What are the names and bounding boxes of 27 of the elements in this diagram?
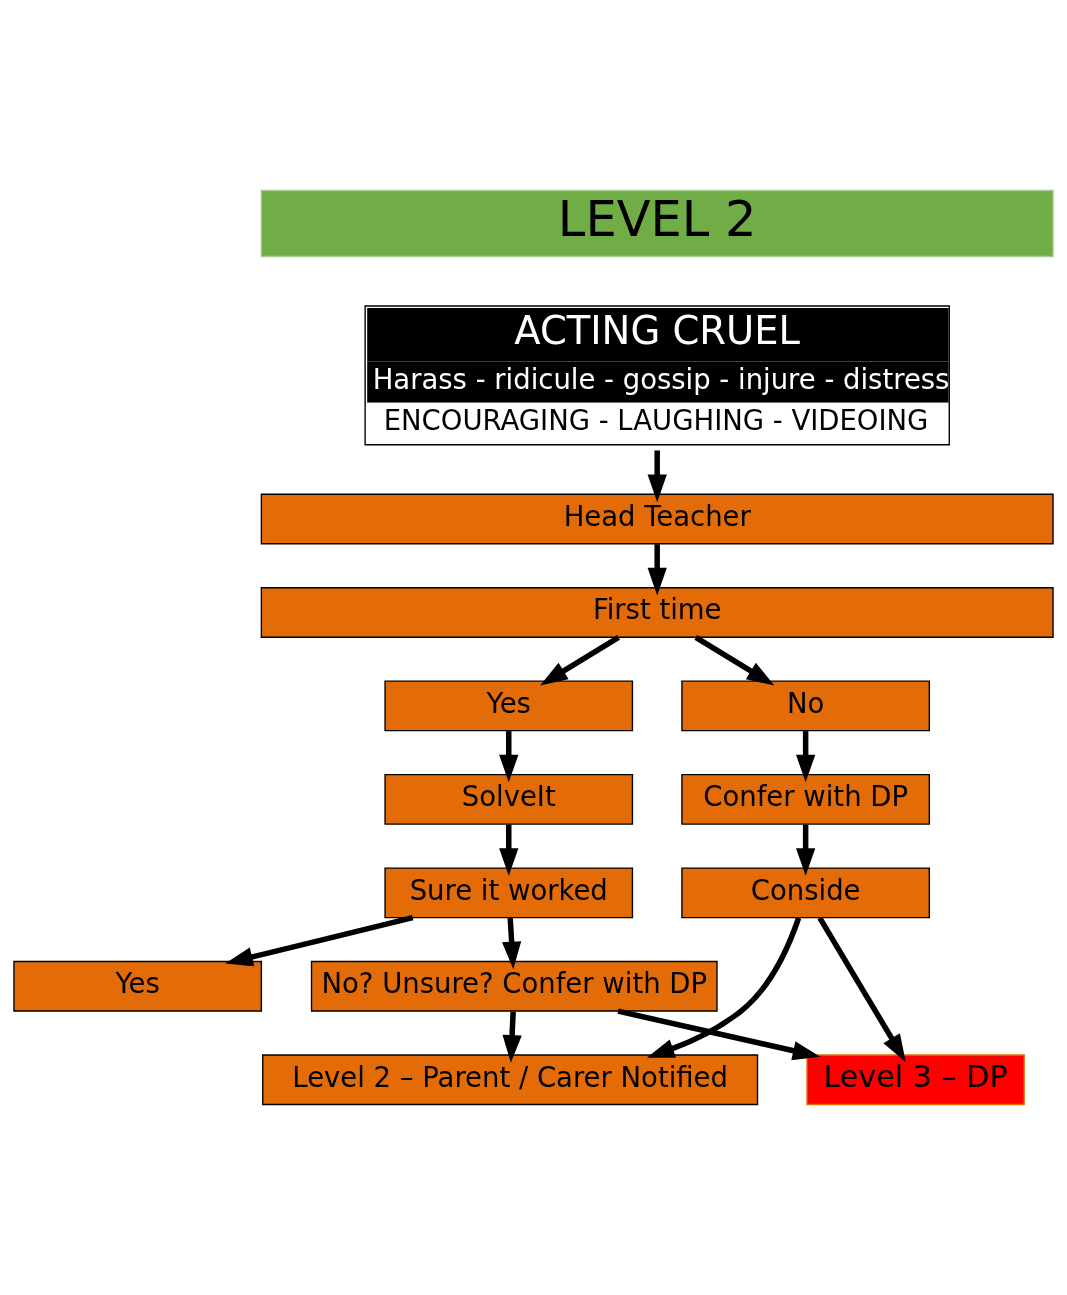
node-box: Yes	[384, 680, 634, 732]
node-box: SolveIt	[384, 773, 634, 825]
arrow	[617, 1008, 821, 1061]
arrow	[796, 824, 816, 876]
arrow	[694, 635, 775, 686]
node-box: Conside	[681, 867, 931, 919]
arrow	[817, 916, 906, 1062]
arrow	[502, 1011, 522, 1063]
node-box: First time	[260, 587, 1054, 638]
arrow	[647, 544, 667, 596]
node-box: Level 3 – DP	[806, 1054, 1025, 1106]
arrow	[540, 635, 621, 686]
node-box: Head Teacher	[260, 493, 1054, 545]
arrow	[499, 824, 519, 876]
node-box: Yes	[13, 960, 263, 1012]
arrow	[502, 917, 522, 970]
node-box: Confer with DP	[681, 773, 931, 825]
node-box: LEVEL 2	[260, 189, 1054, 258]
node-box: Level 2 – Parent / Carer Notified	[262, 1054, 759, 1106]
node-box: Sure it worked	[384, 867, 634, 919]
node-box: No	[681, 680, 931, 732]
arrow	[646, 917, 802, 1058]
arrow	[796, 731, 816, 783]
arrow	[225, 915, 414, 967]
arrow	[499, 731, 519, 783]
node-box: No? Unsure? Confer with DP	[310, 960, 718, 1012]
arrow	[647, 450, 667, 503]
